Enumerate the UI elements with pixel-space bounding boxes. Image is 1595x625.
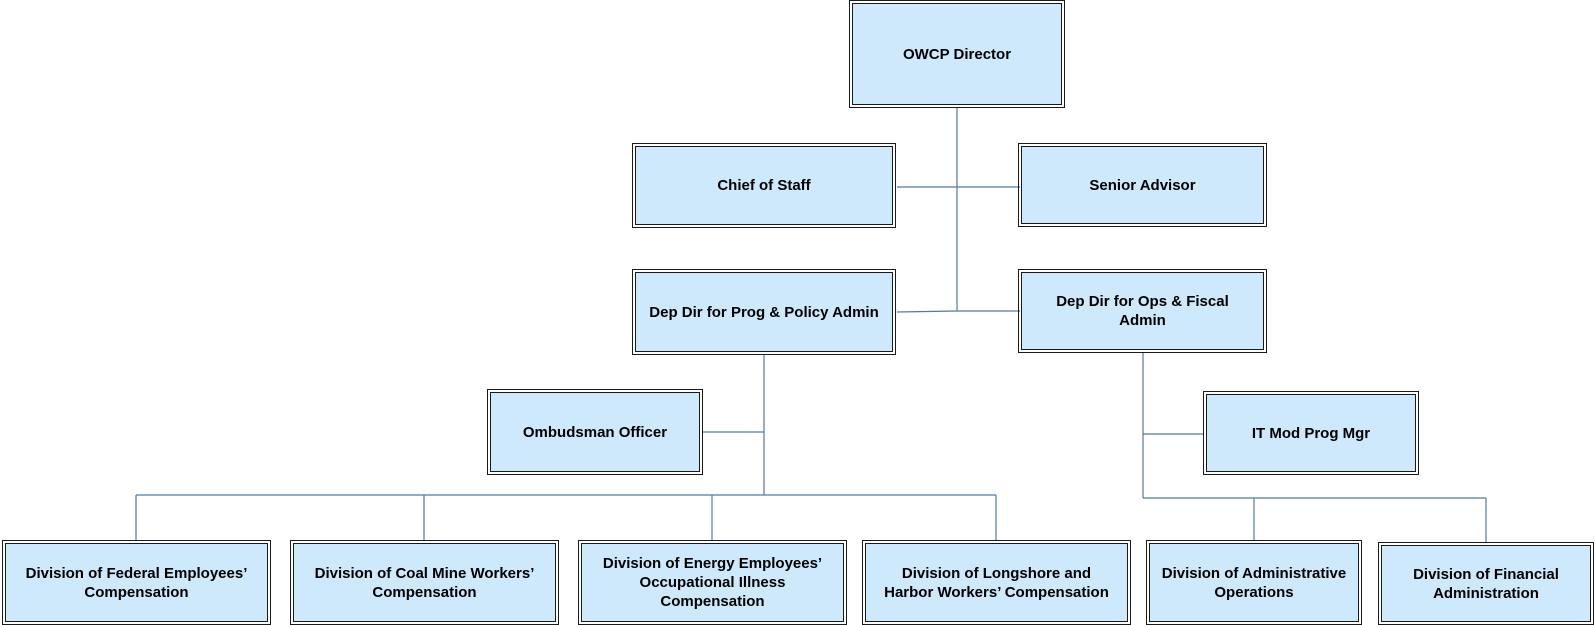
ombudsman-officer-box: Ombudsman Officer bbox=[487, 389, 703, 475]
division-financial-administration-box: Division of Financial Administration bbox=[1378, 542, 1594, 625]
division-federal-employees-box: Division of Federal Employees’ Compensat… bbox=[2, 540, 271, 625]
connector-deputy-branch-left bbox=[896, 310, 958, 313]
chief-of-staff-box: Chief of Staff bbox=[632, 143, 896, 228]
owcp-director-box: OWCP Director bbox=[849, 0, 1065, 108]
division-longshore-harbor-box: Division of Longshore and Harbor Workers… bbox=[862, 540, 1131, 625]
division-coal-mine-workers-box: Division of Coal Mine Workers’ Compensat… bbox=[290, 540, 559, 625]
division-administrative-operations-box: Division of Administrative Operations bbox=[1146, 540, 1362, 625]
senior-advisor-box: Senior Advisor bbox=[1018, 143, 1267, 227]
dep-dir-prog-policy-box: Dep Dir for Prog & Policy Admin bbox=[632, 269, 896, 355]
it-mod-prog-mgr-box: IT Mod Prog Mgr bbox=[1203, 391, 1419, 475]
division-energy-employees-box: Division of Energy Employees’ Occupation… bbox=[578, 540, 847, 625]
dep-dir-ops-fiscal-box: Dep Dir for Ops & Fiscal Admin bbox=[1018, 269, 1267, 353]
